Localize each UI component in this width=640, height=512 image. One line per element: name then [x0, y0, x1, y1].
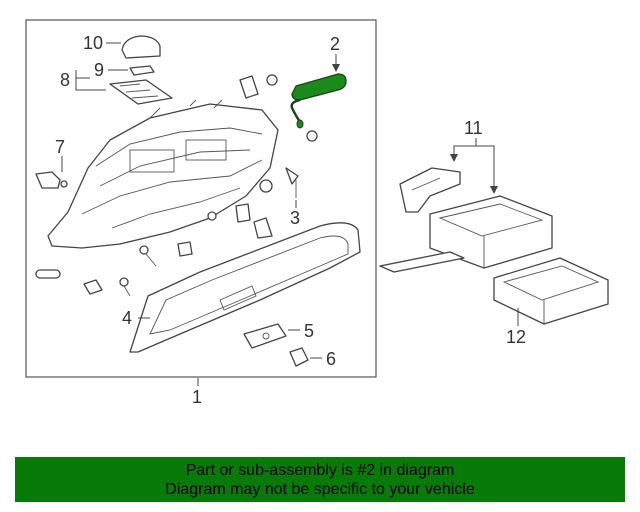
- part-9-clip[interactable]: [129, 65, 155, 76]
- info-banner: Part or sub-assembly is #2 in diagram Di…: [15, 457, 625, 502]
- callout-3: 3: [290, 208, 300, 228]
- knob-parts: [239, 74, 318, 193]
- part-10-cap[interactable]: [121, 35, 161, 59]
- part-7-tab[interactable]: [35, 171, 68, 189]
- part-11-bin-cover[interactable]: [399, 167, 461, 213]
- callout-10: 10: [83, 33, 103, 53]
- callout-2: 2: [330, 34, 340, 54]
- callout-9: 9: [94, 60, 104, 80]
- assembly-frame: [25, 19, 377, 378]
- fasteners: [35, 203, 273, 297]
- part-1-carrier[interactable]: [47, 99, 279, 249]
- callout-12: 12: [506, 327, 526, 347]
- callout-5: 5: [304, 321, 314, 341]
- callout-11: 11: [464, 118, 483, 138]
- callout-7: 7: [55, 137, 65, 157]
- part-12-tray[interactable]: [493, 257, 609, 325]
- banner-line-1: Part or sub-assembly is #2 in diagram: [185, 462, 455, 479]
- part-5-latch[interactable]: [243, 323, 287, 349]
- part-11-bin[interactable]: [379, 195, 553, 273]
- part-2-lamp[interactable]: [290, 73, 347, 129]
- part-3-pin[interactable]: [285, 167, 299, 198]
- part-6-bumper[interactable]: [289, 347, 309, 367]
- part-8-switch[interactable]: [109, 79, 173, 105]
- banner-line-2: Diagram may not be specific to your vehi…: [165, 481, 475, 498]
- callout-6: 6: [326, 349, 336, 369]
- part-4-door[interactable]: [129, 222, 361, 353]
- callout-4: 4: [122, 308, 132, 328]
- parts-diagram: 10 9 8 2 7 3 4 5 6 1 11 12: [25, 19, 609, 407]
- callout-1: 1: [192, 387, 202, 407]
- callout-8: 8: [60, 70, 70, 90]
